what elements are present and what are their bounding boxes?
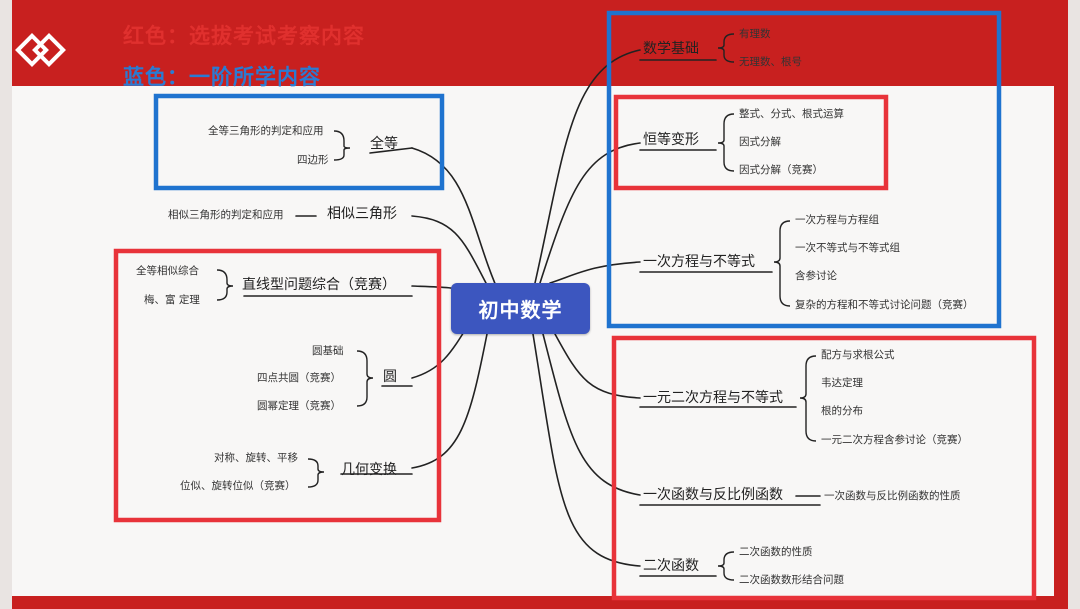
leaf-ercihanshu-2: 二次函数数形结合问题	[739, 574, 844, 586]
leaf-yuan-2: 四点共圆（竞赛）	[257, 372, 341, 384]
node-erci: 一元二次方程与不等式	[643, 390, 783, 406]
node-quandeng: 全等	[370, 136, 398, 152]
node-ercihanshu: 二次函数	[643, 558, 699, 574]
leaf-ercihanshu-1: 二次函数的性质	[739, 546, 813, 558]
leaf-jichu-2: 无理数、根号	[739, 56, 802, 68]
leaf-fangcheng-3: 含参讨论	[795, 270, 837, 282]
leaf-yici-1: 一次函数与反比例函数的性质	[824, 490, 961, 502]
leaf-xiangsi-1: 相似三角形的判定和应用	[168, 209, 284, 221]
red-box-left	[113, 248, 442, 523]
node-jihe: 几何变换	[341, 462, 397, 478]
leaf-erci-3: 根的分布	[821, 405, 863, 417]
node-zhixian: 直线型问题综合（竞赛）	[242, 277, 396, 293]
leaf-hengdeng-1: 整式、分式、根式运算	[739, 108, 844, 120]
legend-red: 红色：选拔考试考察内容	[123, 24, 365, 48]
leaf-quandeng-1: 全等三角形的判定和应用	[208, 125, 324, 137]
leaf-jihe-1: 对称、旋转、平移	[214, 452, 298, 464]
node-xiangsi: 相似三角形	[327, 206, 397, 222]
red-box-hengdeng	[613, 94, 889, 191]
red-box-right	[611, 335, 1037, 601]
node-yici: 一次函数与反比例函数	[643, 487, 783, 503]
leaf-erci-2: 韦达定理	[821, 377, 863, 389]
leaf-quandeng-2: 四边形	[297, 154, 329, 166]
leaf-yuan-1: 圆基础	[312, 345, 344, 357]
mindmap-canvas	[12, 86, 1054, 596]
leaf-erci-4: 一元二次方程含参讨论（竞赛）	[821, 434, 968, 446]
leaf-jichu-1: 有理数	[739, 28, 771, 40]
blue-box-right	[606, 10, 1002, 329]
leaf-erci-1: 配方与求根公式	[821, 349, 895, 361]
leaf-hengdeng-3: 因式分解（竞赛）	[739, 164, 823, 176]
leaf-fangcheng-4: 复杂的方程和不等式讨论问题（竞赛）	[795, 299, 974, 311]
legend-blue: 蓝色：一阶所学内容	[123, 65, 321, 89]
diamond-logo-icon	[15, 33, 66, 67]
leaf-jihe-2: 位似、旋转位似（竞赛）	[180, 480, 296, 492]
node-hengdeng: 恒等变形	[643, 132, 699, 148]
leaf-yuan-3: 圆幂定理（竞赛）	[257, 400, 341, 412]
blue-box-quandeng	[153, 93, 445, 191]
leaf-hengdeng-2: 因式分解	[739, 136, 781, 148]
node-fangcheng: 一次方程与不等式	[643, 254, 755, 270]
node-yuan: 圆	[383, 369, 397, 385]
node-jichu: 数学基础	[643, 41, 699, 57]
leaf-zhixian-1: 全等相似综合	[136, 265, 199, 277]
leaf-fangcheng-1: 一次方程与方程组	[795, 214, 879, 226]
leaf-fangcheng-2: 一次不等式与不等式组	[795, 242, 900, 254]
leaf-zhixian-2: 梅、富 定理	[144, 294, 200, 306]
center-node: 初中数学	[451, 283, 590, 334]
